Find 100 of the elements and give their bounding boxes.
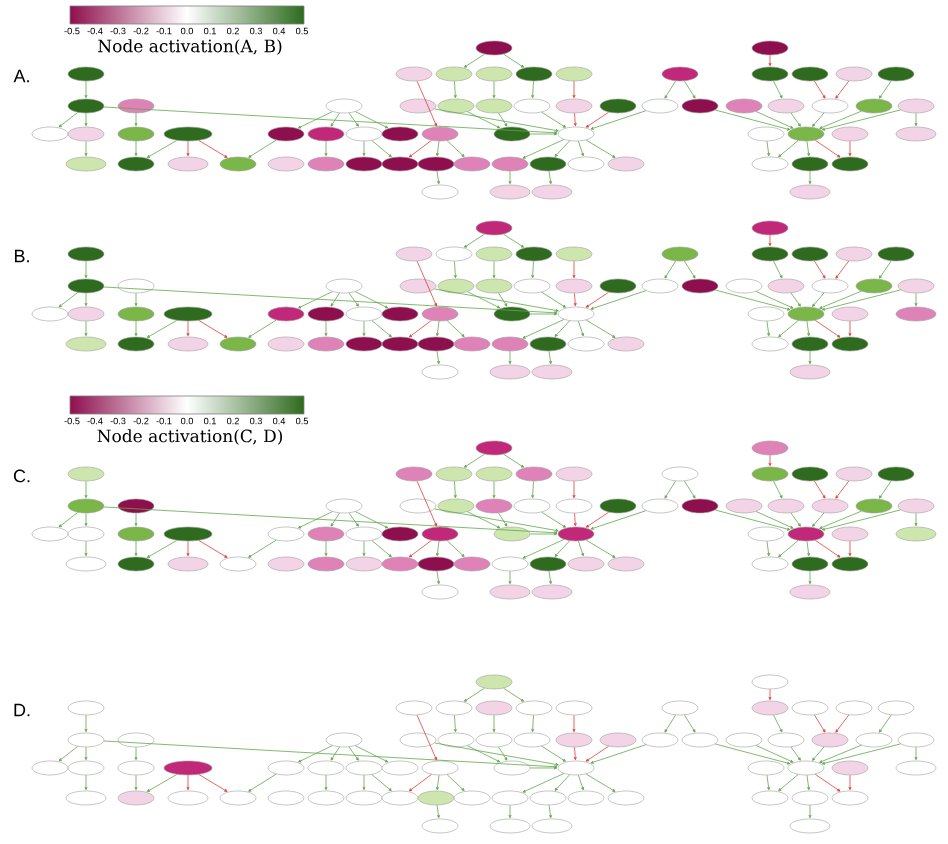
arrow bbox=[408, 320, 432, 338]
gene-node bbox=[641, 498, 679, 514]
arrow bbox=[146, 774, 178, 792]
arrow bbox=[585, 139, 616, 158]
arrow bbox=[808, 350, 812, 365]
arrow bbox=[298, 511, 333, 529]
arrow bbox=[806, 320, 811, 337]
gene-node bbox=[219, 156, 257, 172]
gene-node bbox=[67, 732, 105, 748]
gene-node bbox=[557, 760, 595, 776]
arrow bbox=[348, 292, 359, 307]
arrow bbox=[362, 774, 366, 791]
gene-node bbox=[661, 246, 699, 262]
arrow bbox=[790, 746, 801, 761]
gene-node bbox=[599, 498, 637, 514]
gene-node bbox=[117, 336, 155, 352]
gene-node bbox=[417, 790, 455, 806]
gene-node bbox=[67, 126, 105, 142]
arrow bbox=[330, 512, 340, 527]
arrow bbox=[298, 291, 333, 309]
gene-node bbox=[65, 556, 107, 572]
gene-node bbox=[421, 818, 459, 834]
gene-node bbox=[65, 790, 107, 806]
gene-node bbox=[747, 760, 785, 776]
arrow bbox=[814, 319, 841, 338]
gene-node bbox=[515, 66, 553, 82]
gene-node bbox=[567, 336, 605, 352]
arrow bbox=[371, 540, 392, 558]
gene-node bbox=[787, 126, 825, 142]
gene-node bbox=[791, 336, 829, 352]
gene-node bbox=[567, 156, 605, 172]
gene-node bbox=[897, 732, 935, 748]
arrow bbox=[812, 292, 825, 307]
arrow bbox=[146, 540, 178, 558]
arrow bbox=[878, 80, 892, 99]
arrow bbox=[186, 540, 190, 557]
gene-node bbox=[435, 66, 473, 82]
arrow bbox=[330, 112, 340, 127]
gene-node bbox=[489, 584, 531, 600]
arrow bbox=[103, 740, 558, 769]
gene-node bbox=[751, 336, 789, 352]
gene-node bbox=[895, 760, 937, 776]
gene-node bbox=[751, 220, 789, 236]
arrow bbox=[773, 80, 783, 99]
gene-node bbox=[725, 98, 763, 114]
arrow bbox=[84, 512, 88, 527]
arrow bbox=[531, 714, 535, 733]
gene-node bbox=[531, 818, 573, 834]
arrow bbox=[371, 774, 392, 792]
arrow bbox=[467, 511, 501, 529]
gene-node bbox=[789, 364, 831, 380]
arrow bbox=[186, 774, 190, 791]
gene-node bbox=[381, 126, 419, 142]
arrow bbox=[548, 350, 552, 365]
arrow bbox=[554, 140, 570, 157]
arrow bbox=[821, 289, 901, 311]
arrow bbox=[766, 540, 771, 557]
arrow bbox=[572, 714, 576, 733]
gene-node bbox=[787, 526, 825, 542]
arrow bbox=[446, 320, 465, 337]
arrow bbox=[348, 746, 359, 761]
panel-label: C. bbox=[13, 469, 30, 483]
arrow bbox=[84, 80, 88, 99]
arrow bbox=[835, 80, 850, 99]
panel-label: D. bbox=[14, 703, 30, 717]
gene-node bbox=[395, 246, 433, 262]
arrow bbox=[453, 260, 457, 279]
arrow bbox=[498, 112, 508, 127]
gene-node bbox=[475, 700, 513, 716]
gene-node bbox=[877, 466, 915, 482]
arrow bbox=[463, 233, 485, 248]
gene-node bbox=[345, 126, 383, 142]
arrow bbox=[531, 480, 535, 499]
arrow bbox=[590, 510, 647, 530]
gene-node bbox=[117, 498, 155, 514]
arrow bbox=[58, 512, 79, 528]
arrow bbox=[324, 774, 328, 791]
arrow bbox=[541, 111, 566, 128]
arrow bbox=[541, 291, 566, 308]
arrow bbox=[548, 170, 552, 185]
arrow bbox=[768, 454, 772, 467]
arrow bbox=[821, 743, 901, 765]
gene-node bbox=[513, 732, 551, 748]
arrow bbox=[463, 453, 485, 468]
arrow bbox=[778, 140, 799, 158]
gene-node bbox=[789, 818, 831, 834]
gene-node bbox=[567, 790, 605, 806]
gene-node bbox=[453, 156, 491, 172]
gene-node bbox=[831, 126, 869, 142]
gene-node bbox=[325, 498, 363, 514]
gene-node bbox=[117, 732, 155, 748]
gene-node bbox=[219, 556, 257, 572]
gene-node bbox=[557, 306, 595, 322]
gene-node bbox=[897, 278, 935, 294]
gene-node bbox=[787, 760, 825, 776]
arrow bbox=[186, 140, 190, 157]
arrow bbox=[848, 540, 852, 557]
arrow bbox=[446, 540, 465, 558]
arrow bbox=[819, 290, 862, 309]
arrow bbox=[790, 512, 801, 527]
